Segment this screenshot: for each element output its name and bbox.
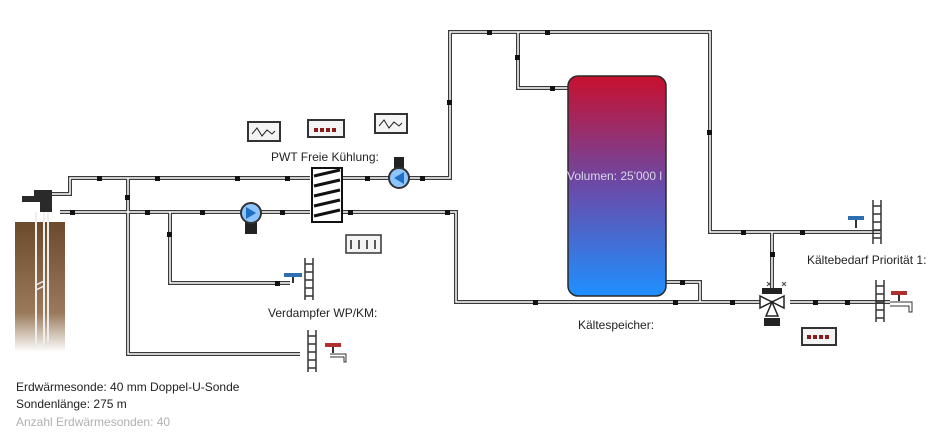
hand-valve-icon[interactable] [890, 291, 913, 313]
label-kaeltebedarf: Kältebedarf Priorität 1: [807, 253, 927, 267]
tank-volume-label: Volumen: 25'000 l [567, 169, 663, 183]
borehole-ground [15, 190, 65, 352]
counter-display-icon[interactable] [801, 327, 837, 346]
pipe-highlights [52, 31, 890, 355]
hand-valve-icon[interactable] [325, 343, 347, 363]
label-pwt: PWT Freie Kühlung: [271, 150, 379, 164]
info-anzahl: Anzahl Erdwärmesonden: 40 [16, 415, 171, 429]
storage-tank[interactable] [567, 75, 667, 297]
pump-icon[interactable] [388, 157, 410, 189]
hand-valve-icon[interactable] [284, 273, 302, 283]
label-verdampfer: Verdampfer WP/KM: [268, 306, 378, 320]
mixing-valve-icon[interactable] [759, 281, 787, 326]
trend-display-icon[interactable] [247, 121, 281, 142]
pipe-joints [70, 30, 850, 305]
heat-exchanger-icon[interactable] [311, 167, 343, 223]
info-sonde: Erdwärmesonde: 40 mm Doppel-U-Sonde [16, 380, 240, 394]
pump-icon[interactable] [240, 202, 262, 234]
hand-valve-icon[interactable] [848, 216, 864, 228]
collector-icon [304, 200, 885, 372]
counter-display-icon[interactable] [307, 119, 345, 138]
setpoint-panel-icon[interactable] [345, 234, 382, 254]
label-kaeltespeicher: Kältespeicher: [578, 318, 655, 332]
info-sondenlaenge: Sondenlänge: 275 m [16, 397, 127, 411]
trend-display-icon[interactable] [374, 113, 408, 134]
